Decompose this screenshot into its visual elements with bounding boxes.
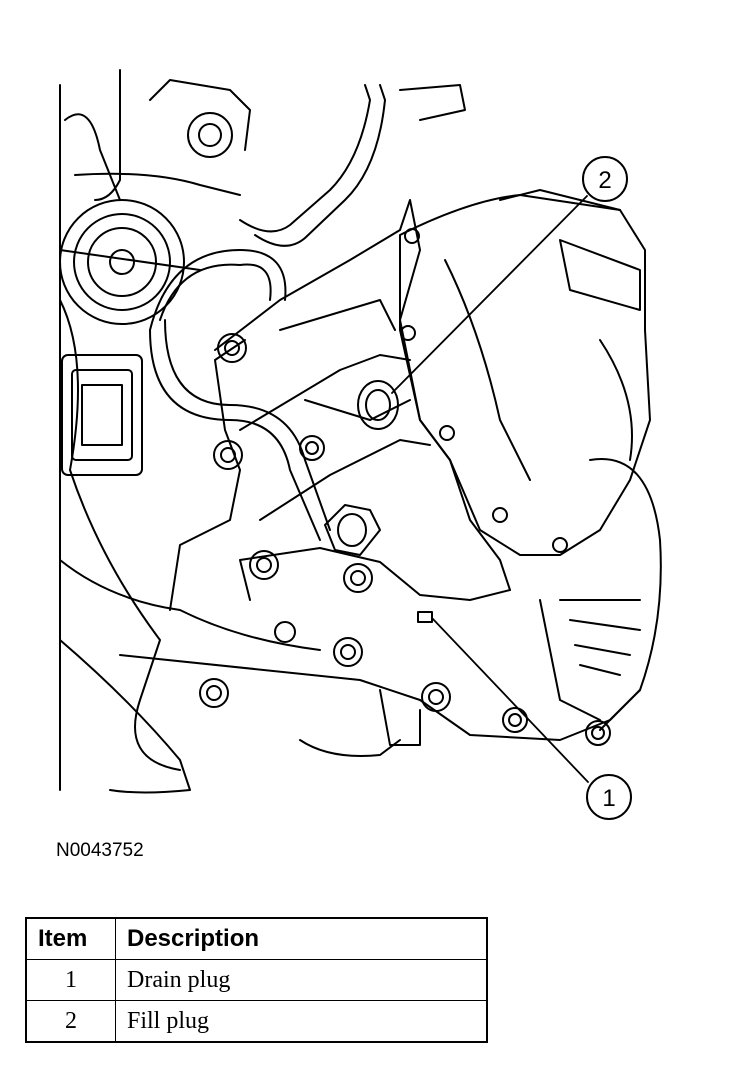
transmission-illustration: 2 1 bbox=[59, 69, 662, 820]
drain-plug bbox=[417, 611, 433, 623]
row-2-description: Fill plug bbox=[115, 1000, 488, 1043]
table-row: 2 Fill plug bbox=[25, 1000, 488, 1043]
callout-2-number: 2 bbox=[598, 167, 611, 194]
figure-id: N0043752 bbox=[56, 840, 144, 861]
housing-outline bbox=[59, 69, 641, 794]
fill-plug bbox=[357, 380, 399, 430]
callout-1: 1 bbox=[586, 774, 632, 820]
housing-bolts bbox=[199, 228, 611, 746]
table-row: 1 Drain plug bbox=[25, 959, 488, 1001]
table-header-row: Item Description bbox=[25, 917, 488, 960]
header-description: Description bbox=[115, 917, 488, 960]
row-1-item: 1 bbox=[25, 959, 116, 1001]
header-item: Item bbox=[25, 917, 116, 960]
cooler-fitting bbox=[324, 504, 381, 556]
hoses bbox=[149, 84, 466, 541]
callout-1-number: 1 bbox=[602, 785, 615, 812]
callout-leaders bbox=[391, 195, 589, 783]
differential-housing bbox=[539, 458, 662, 731]
side-cover bbox=[399, 189, 651, 556]
accessory-pulleys bbox=[59, 79, 251, 325]
row-1-description: Drain plug bbox=[115, 959, 488, 1001]
parts-table: Item Description 1 Drain plug 2 Fill plu… bbox=[25, 917, 488, 1043]
row-2-item: 2 bbox=[25, 1000, 116, 1043]
callout-2: 2 bbox=[582, 156, 628, 202]
transaxle-case bbox=[214, 199, 511, 591]
mount-block bbox=[61, 354, 143, 476]
